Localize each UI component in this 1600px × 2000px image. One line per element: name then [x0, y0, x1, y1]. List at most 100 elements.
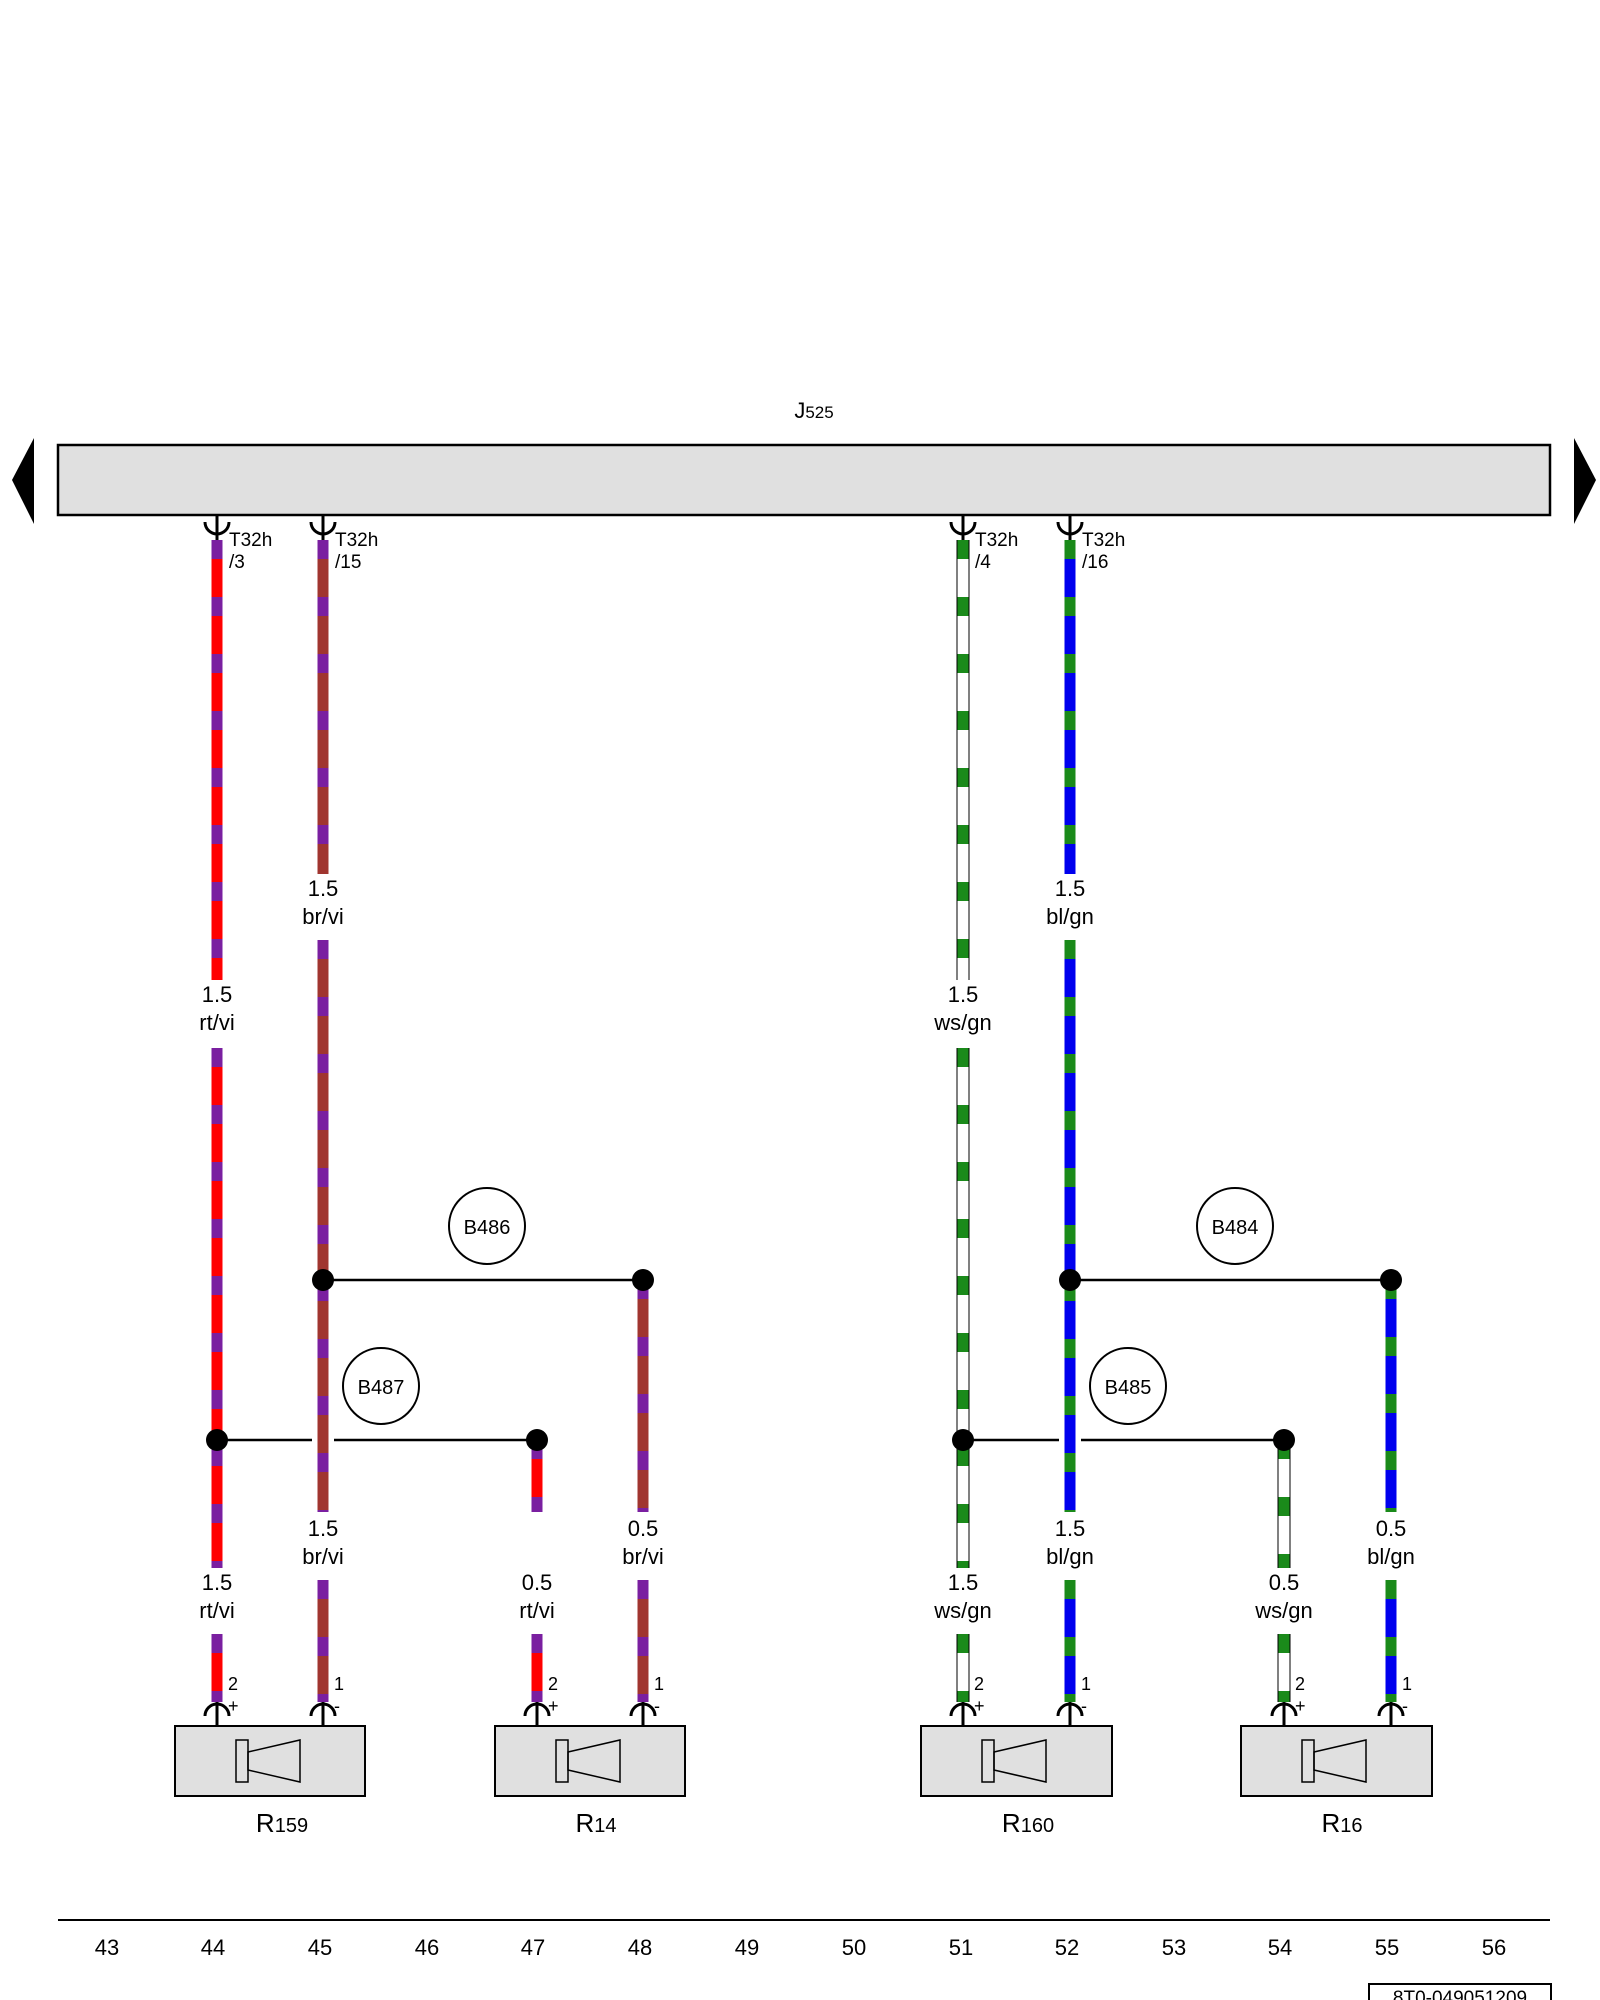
- track-number: 55: [1375, 1935, 1399, 1960]
- svg-text:B484: B484: [1212, 1217, 1259, 1239]
- splice-nodes: [206, 1269, 1402, 1451]
- track-number: 56: [1482, 1935, 1506, 1960]
- track-number: 44: [201, 1935, 225, 1960]
- wire-label-size: 1.5: [202, 1570, 233, 1595]
- wire-label-size: 1.5: [1055, 1516, 1086, 1541]
- wire-label-size: 0.5: [1376, 1516, 1407, 1541]
- wire-label-size: 1.5: [308, 876, 339, 901]
- svg-text:+: +: [974, 1696, 985, 1716]
- track-number: 47: [521, 1935, 545, 1960]
- doc-id: 8T0-049051209: [1393, 1988, 1527, 2000]
- track-number: 49: [735, 1935, 759, 1960]
- svg-text:R14: R14: [575, 1808, 616, 1838]
- wire-label-size: 1.5: [948, 1570, 979, 1595]
- svg-text:2: 2: [974, 1674, 984, 1694]
- continue-right-arrow-icon: [1574, 438, 1596, 524]
- svg-text:R16: R16: [1321, 1808, 1362, 1838]
- svg-text:-: -: [334, 1696, 340, 1716]
- doc-id-box: 8T0-049051209: [1368, 1983, 1552, 2000]
- connector-labels: T32h /3 T32h /15 T32h /4 T32h /16: [229, 530, 1125, 573]
- connector-symbols: [203, 516, 1084, 540]
- wire-label-color: br/vi: [302, 1544, 344, 1569]
- svg-text:1: 1: [654, 1674, 664, 1694]
- speaker-pin-connectors: [203, 1702, 1405, 1726]
- continue-left-arrow-icon: [12, 438, 34, 524]
- wire-label-color: ws/gn: [933, 1010, 991, 1035]
- wire-label-size: 0.5: [628, 1516, 659, 1541]
- svg-text:-: -: [1081, 1696, 1087, 1716]
- svg-text:-: -: [1402, 1696, 1408, 1716]
- splice-dot: [1380, 1269, 1402, 1291]
- connector-t32h-3-name: T32h: [229, 530, 272, 551]
- wire-label-color: bl/gn: [1046, 1544, 1094, 1569]
- svg-text:1: 1: [334, 1674, 344, 1694]
- speaker-r159: R159: [174, 1725, 366, 1838]
- track-number: 45: [308, 1935, 332, 1960]
- speaker-r14: R14: [494, 1725, 686, 1838]
- track-number: 50: [842, 1935, 866, 1960]
- wire-label-size: 1.5: [202, 982, 233, 1007]
- branch-lines: [217, 1278, 1391, 1442]
- wire-label-color: br/vi: [302, 904, 344, 929]
- svg-text:2: 2: [228, 1674, 238, 1694]
- wire-label-color: bl/gn: [1367, 1544, 1415, 1569]
- connector-t32h-3-pin: /3: [229, 552, 245, 573]
- svg-text:B486: B486: [464, 1217, 511, 1239]
- svg-text:+: +: [228, 1696, 239, 1716]
- svg-text:2: 2: [1295, 1674, 1305, 1694]
- track-number: 54: [1268, 1935, 1292, 1960]
- wire-label-size: 0.5: [1269, 1570, 1300, 1595]
- connector-t32h-15-pin: /15: [335, 552, 361, 573]
- svg-text:B487: B487: [358, 1377, 405, 1399]
- junction-b486: B486: [448, 1187, 526, 1265]
- track-number: 52: [1055, 1935, 1079, 1960]
- svg-text:1: 1: [1081, 1674, 1091, 1694]
- wire-label-size: 1.5: [308, 1516, 339, 1541]
- splice-dot: [952, 1429, 974, 1451]
- svg-text:R159: R159: [256, 1808, 308, 1838]
- connector-t32h-16-name: T32h: [1082, 530, 1125, 551]
- track-number: 43: [95, 1935, 119, 1960]
- junction-b487: B487: [342, 1347, 420, 1425]
- splice-dot: [206, 1429, 228, 1451]
- wire-labels: 1.5 br/vi 1.5 rt/vi 1.5 bl/gn 1.5 ws/gn …: [199, 876, 1415, 1623]
- module-housing: [56, 443, 1552, 517]
- connector-t32h-4-name: T32h: [975, 530, 1018, 551]
- svg-text:B485: B485: [1105, 1377, 1152, 1399]
- module-label: J525: [794, 398, 833, 423]
- wire-label-color: rt/vi: [199, 1598, 234, 1623]
- splice-dot: [1059, 1269, 1081, 1291]
- wire-label-color: ws/gn: [933, 1598, 991, 1623]
- wire-label-color: bl/gn: [1046, 904, 1094, 929]
- track-number: 46: [415, 1935, 439, 1960]
- wire-label-color: ws/gn: [1254, 1598, 1312, 1623]
- wire-label-size: 1.5: [1055, 876, 1086, 901]
- speaker-pin-labels: 2+ 1- 2+ 1- 2+ 1- 2+ 1-: [228, 1674, 1412, 1716]
- track-number: 48: [628, 1935, 652, 1960]
- wire-label-color: rt/vi: [199, 1010, 234, 1035]
- junction-b485: B485: [1089, 1347, 1167, 1425]
- speaker-r16: R16: [1240, 1725, 1433, 1838]
- splice-dot: [312, 1269, 334, 1291]
- speaker-cone-icon: [567, 1739, 621, 1783]
- track-numbers: 43 44 45 46 47 48 49 50 51 52 53 54 55 5…: [95, 1935, 1506, 1960]
- speaker-cone-icon: [1313, 1739, 1367, 1783]
- svg-text:-: -: [654, 1696, 660, 1716]
- connector-t32h-15-name: T32h: [335, 530, 378, 551]
- svg-text:+: +: [1295, 1696, 1306, 1716]
- splice-dot: [1273, 1429, 1295, 1451]
- splice-dot: [632, 1269, 654, 1291]
- svg-text:1: 1: [1402, 1674, 1412, 1694]
- wire-label-color: br/vi: [622, 1544, 664, 1569]
- svg-text:R160: R160: [1002, 1808, 1054, 1838]
- splice-dot: [526, 1429, 548, 1451]
- junction-b484: B484: [1196, 1187, 1274, 1265]
- wire-label-color: rt/vi: [519, 1598, 554, 1623]
- track-number: 53: [1162, 1935, 1186, 1960]
- track-number: 51: [949, 1935, 973, 1960]
- speaker-cone-icon: [247, 1739, 301, 1783]
- connector-t32h-4-pin: /4: [975, 552, 991, 573]
- svg-text:2: 2: [548, 1674, 558, 1694]
- speaker-r160: R160: [920, 1725, 1113, 1838]
